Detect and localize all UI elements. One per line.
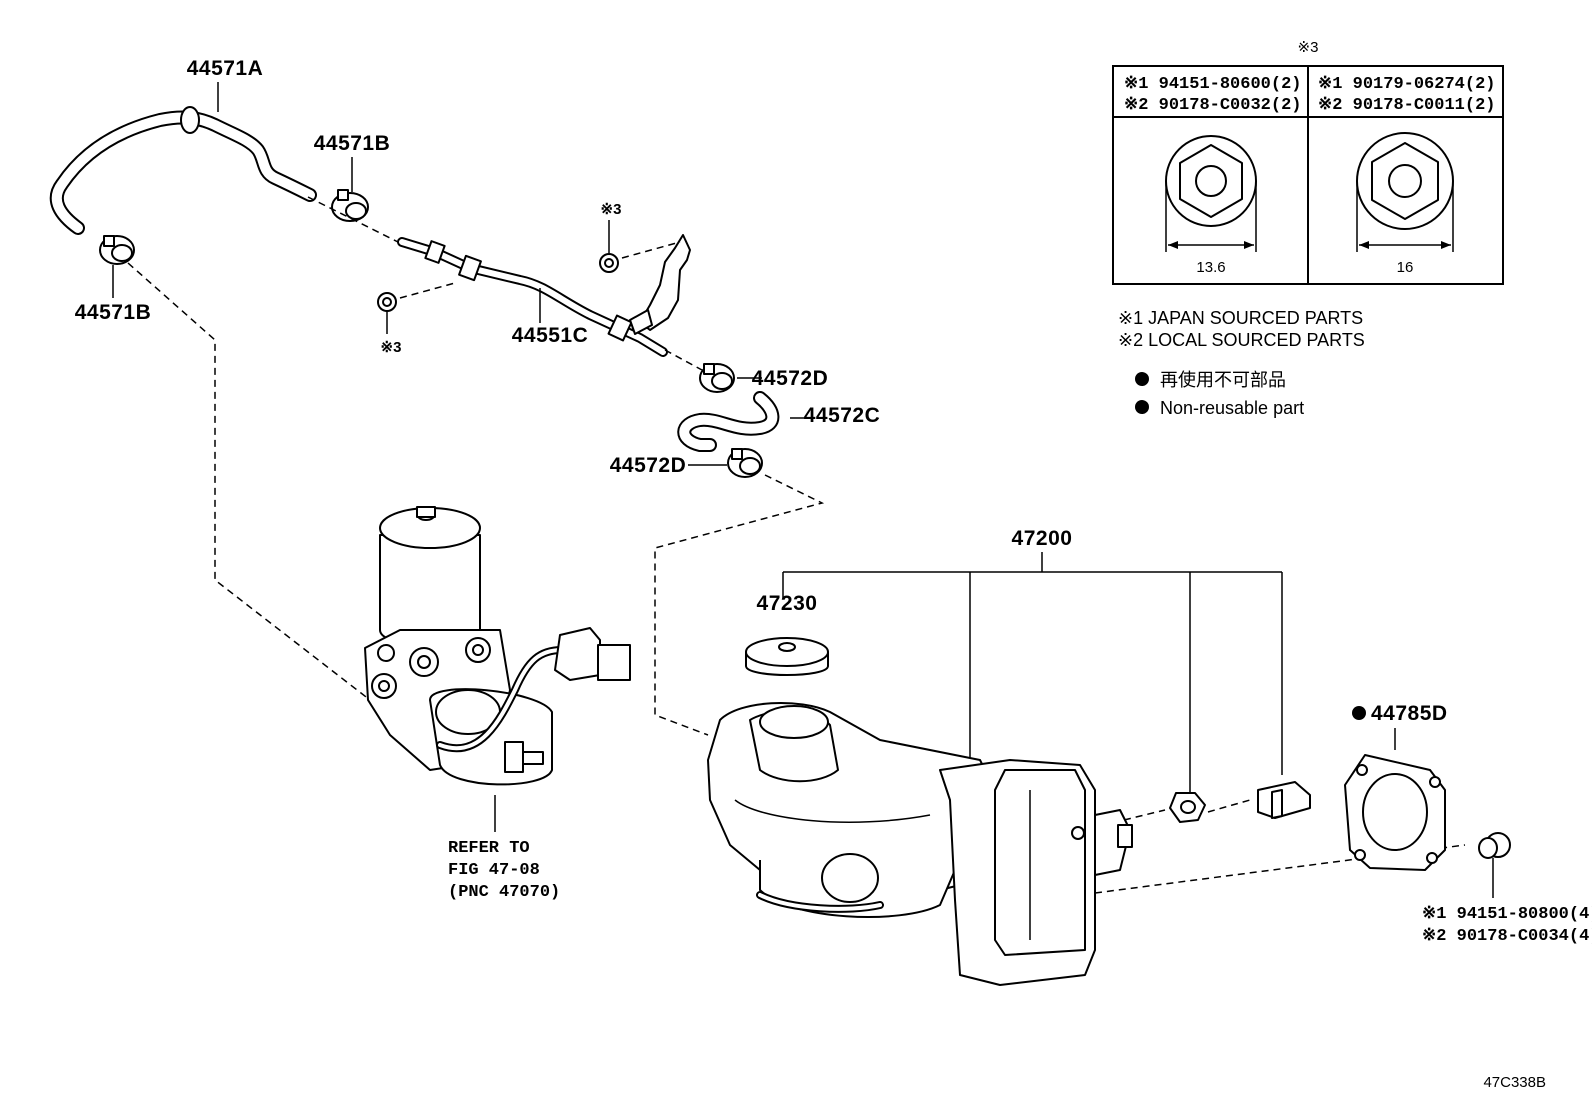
brake-booster-master-cylinder-47200 bbox=[707, 701, 1133, 986]
label-44572d-bottom: 44572D bbox=[610, 454, 687, 477]
flange-nut-icon: 16 bbox=[1356, 132, 1454, 276]
label-44571b-top: 44571B bbox=[314, 132, 391, 155]
legend-nonreusable-ja: 再使用不可部品 bbox=[1160, 370, 1286, 390]
flange-nut-bottom bbox=[1478, 832, 1511, 859]
hose-clip-44571b-left bbox=[99, 235, 135, 265]
bullet-icon bbox=[1135, 400, 1149, 414]
label-ref3-top: ※3 bbox=[601, 201, 622, 218]
pipe-assembly-44551c bbox=[397, 234, 691, 357]
clevis-47200 bbox=[1257, 781, 1311, 819]
nut-ref3-top bbox=[599, 253, 619, 273]
spec-col1-dimension: 13.6 bbox=[1196, 259, 1225, 276]
legend-nonreusable-en: Non-reusable part bbox=[1160, 398, 1304, 418]
nut-47200 bbox=[1169, 792, 1206, 823]
refer-note-line2: FIG 47-08 bbox=[448, 861, 540, 880]
spec-col1-line2: ※2 90178-C0032(2) bbox=[1124, 96, 1301, 115]
label-44572c: 44572C bbox=[804, 404, 881, 427]
hose-44571a bbox=[49, 106, 317, 235]
spec-col2-line2: ※2 90178-C0011(2) bbox=[1318, 96, 1495, 115]
refer-note-line1: REFER TO bbox=[448, 839, 530, 858]
hose-clip-44571b-top bbox=[331, 189, 369, 222]
bolt-note-line2: ※2 90178-C0034(4) bbox=[1422, 927, 1592, 946]
legend-note-local: ※2 LOCAL SOURCED PARTS bbox=[1118, 330, 1365, 350]
nut-spec-table: ※3 ※1 94151-80600(2) ※2 90178-C0032(2) ※… bbox=[1112, 39, 1504, 285]
label-44572d-top: 44572D bbox=[752, 367, 829, 390]
gasket-44785d bbox=[1344, 754, 1446, 871]
figure-code: 47C338B bbox=[1483, 1074, 1546, 1091]
nonreusable-bullet-icon bbox=[1352, 706, 1366, 720]
hose-44572c bbox=[677, 391, 780, 452]
legend-note-japan: ※1 JAPAN SOURCED PARTS bbox=[1118, 308, 1363, 328]
label-44571b-left: 44571B bbox=[75, 301, 152, 324]
bolt-note-line1: ※1 94151-80800(4) bbox=[1422, 905, 1592, 924]
bullet-icon bbox=[1135, 372, 1149, 386]
spec-table-title: ※3 bbox=[1298, 39, 1319, 56]
refer-note-line3: (PNC 47070) bbox=[448, 883, 560, 902]
spec-col1-line1: ※1 94151-80600(2) bbox=[1124, 75, 1301, 94]
hose-clip-44572d-bottom bbox=[727, 448, 763, 478]
spec-col2-dimension: 16 bbox=[1397, 259, 1414, 276]
label-44551c: 44551C bbox=[512, 324, 589, 347]
label-47230: 47230 bbox=[757, 592, 818, 615]
brake-actuator-pump bbox=[364, 506, 631, 786]
label-44785d: 44785D bbox=[1371, 702, 1448, 725]
label-ref3-left: ※3 bbox=[381, 339, 402, 356]
reservoir-cap-47230 bbox=[745, 637, 829, 676]
label-47200: 47200 bbox=[1012, 527, 1073, 550]
legend: ※1 JAPAN SOURCED PARTS ※2 LOCAL SOURCED … bbox=[1118, 308, 1365, 418]
nut-ref3-left bbox=[377, 292, 397, 312]
spec-col2-line1: ※1 90179-06274(2) bbox=[1318, 75, 1495, 94]
flange-nut-icon: 13.6 bbox=[1165, 135, 1257, 276]
hose-clip-44572d-top bbox=[699, 363, 735, 393]
label-44571a: 44571A bbox=[187, 57, 264, 80]
